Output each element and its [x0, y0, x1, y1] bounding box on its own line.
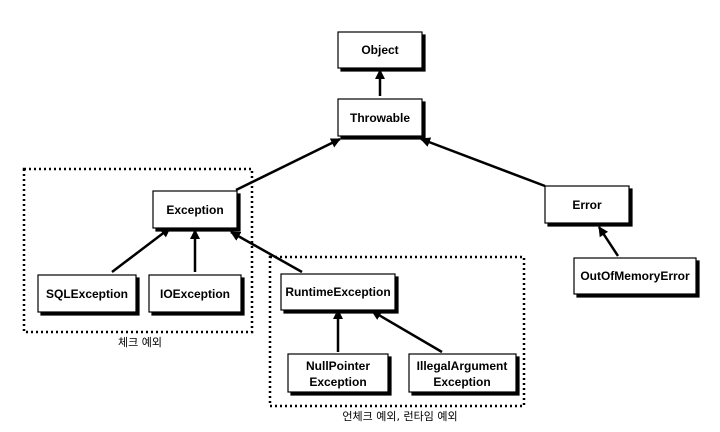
node-object: Object	[337, 31, 423, 69]
node-exception: Exception	[152, 190, 238, 229]
node-error: Error	[544, 185, 630, 224]
node-illegal-argument-exception-label-line1: IllegalArgument	[417, 359, 508, 373]
node-io-exception: IOException	[148, 274, 242, 313]
node-sql-exception: SQLException	[37, 274, 137, 313]
unchecked-exception-caption: 언체크 예외, 런타임 예외	[342, 410, 457, 423]
node-null-pointer-exception: NullPointer Exception	[287, 353, 389, 393]
checked-exception-caption: 체크 예외	[118, 336, 162, 349]
node-null-pointer-exception-label-line1: NullPointer	[306, 359, 370, 373]
node-sql-exception-label: SQLException	[46, 287, 128, 301]
node-null-pointer-exception-label-line2: Exception	[309, 375, 366, 389]
arrow-error-to-throwable	[420, 137, 546, 188]
arrow-exception-to-throwable	[235, 137, 341, 192]
node-illegal-argument-exception-label-line2: Exception	[433, 375, 490, 389]
node-out-of-memory-error-label: OutOfMemoryError	[580, 269, 690, 283]
node-runtime-exception: RuntimeException	[280, 273, 396, 311]
node-object-label: Object	[361, 43, 398, 57]
node-io-exception-label: IOException	[160, 287, 230, 301]
checked-exception-group	[22, 167, 254, 334]
node-illegal-argument-exception: IllegalArgument Exception	[408, 353, 517, 393]
arrow-runtime-to-exception	[230, 230, 303, 274]
node-throwable: Throwable	[337, 98, 423, 137]
arrow-illegalargument-to-runtime	[371, 309, 443, 354]
node-throwable-label: Throwable	[350, 111, 410, 125]
arrow-sql-to-exception	[111, 227, 171, 273]
node-out-of-memory-error: OutOfMemoryError	[573, 257, 697, 295]
arrow-oom-to-error	[597, 226, 620, 257]
node-exception-label: Exception	[166, 203, 223, 217]
unchecked-exception-group	[268, 255, 526, 408]
node-error-label: Error	[572, 198, 602, 212]
node-runtime-exception-label: RuntimeException	[285, 285, 390, 299]
